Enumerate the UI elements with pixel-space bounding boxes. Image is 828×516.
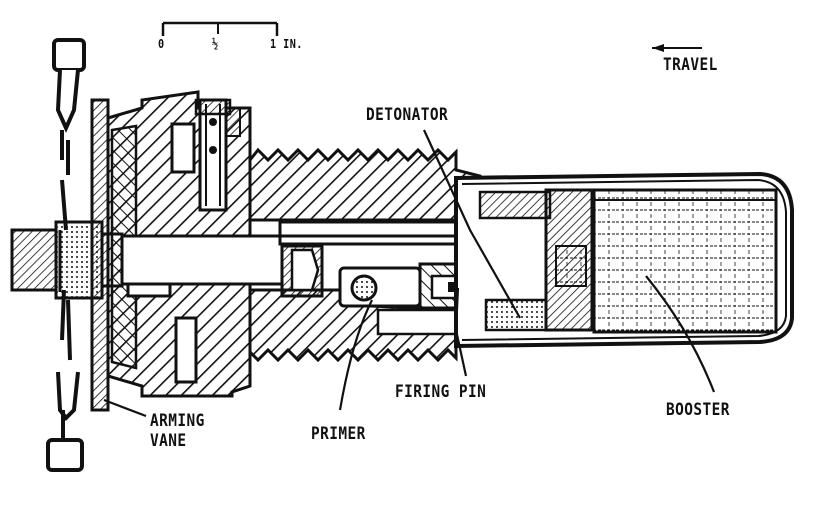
scale-tick-0: 0 [158,37,165,51]
scale-tick-half: ½ [212,37,219,51]
primer-leader [338,299,373,411]
travel-arrow [652,44,702,52]
detonator-leader [423,129,521,319]
scale-tick-1-in: 1 IN. [270,37,303,51]
label-booster: BOOSTER [666,400,730,420]
scale-bar [161,21,279,36]
label-detonator: DETONATOR [366,105,449,125]
arming-plunger [194,98,241,212]
central-bore [120,220,528,298]
label-arming: ARMING [150,411,205,431]
firing-pin-leader [454,287,468,377]
label-vane: VANE [150,431,187,451]
label-travel: TRAVEL [663,55,718,75]
label-firing-pin: FIRING PIN [395,382,487,402]
arming-vane-leader [103,398,147,418]
vane-plate [90,98,110,412]
label-primer: PRIMER [311,424,366,444]
booster-leader [645,275,716,393]
booster-charge [592,188,778,334]
leader-lines [103,129,716,418]
